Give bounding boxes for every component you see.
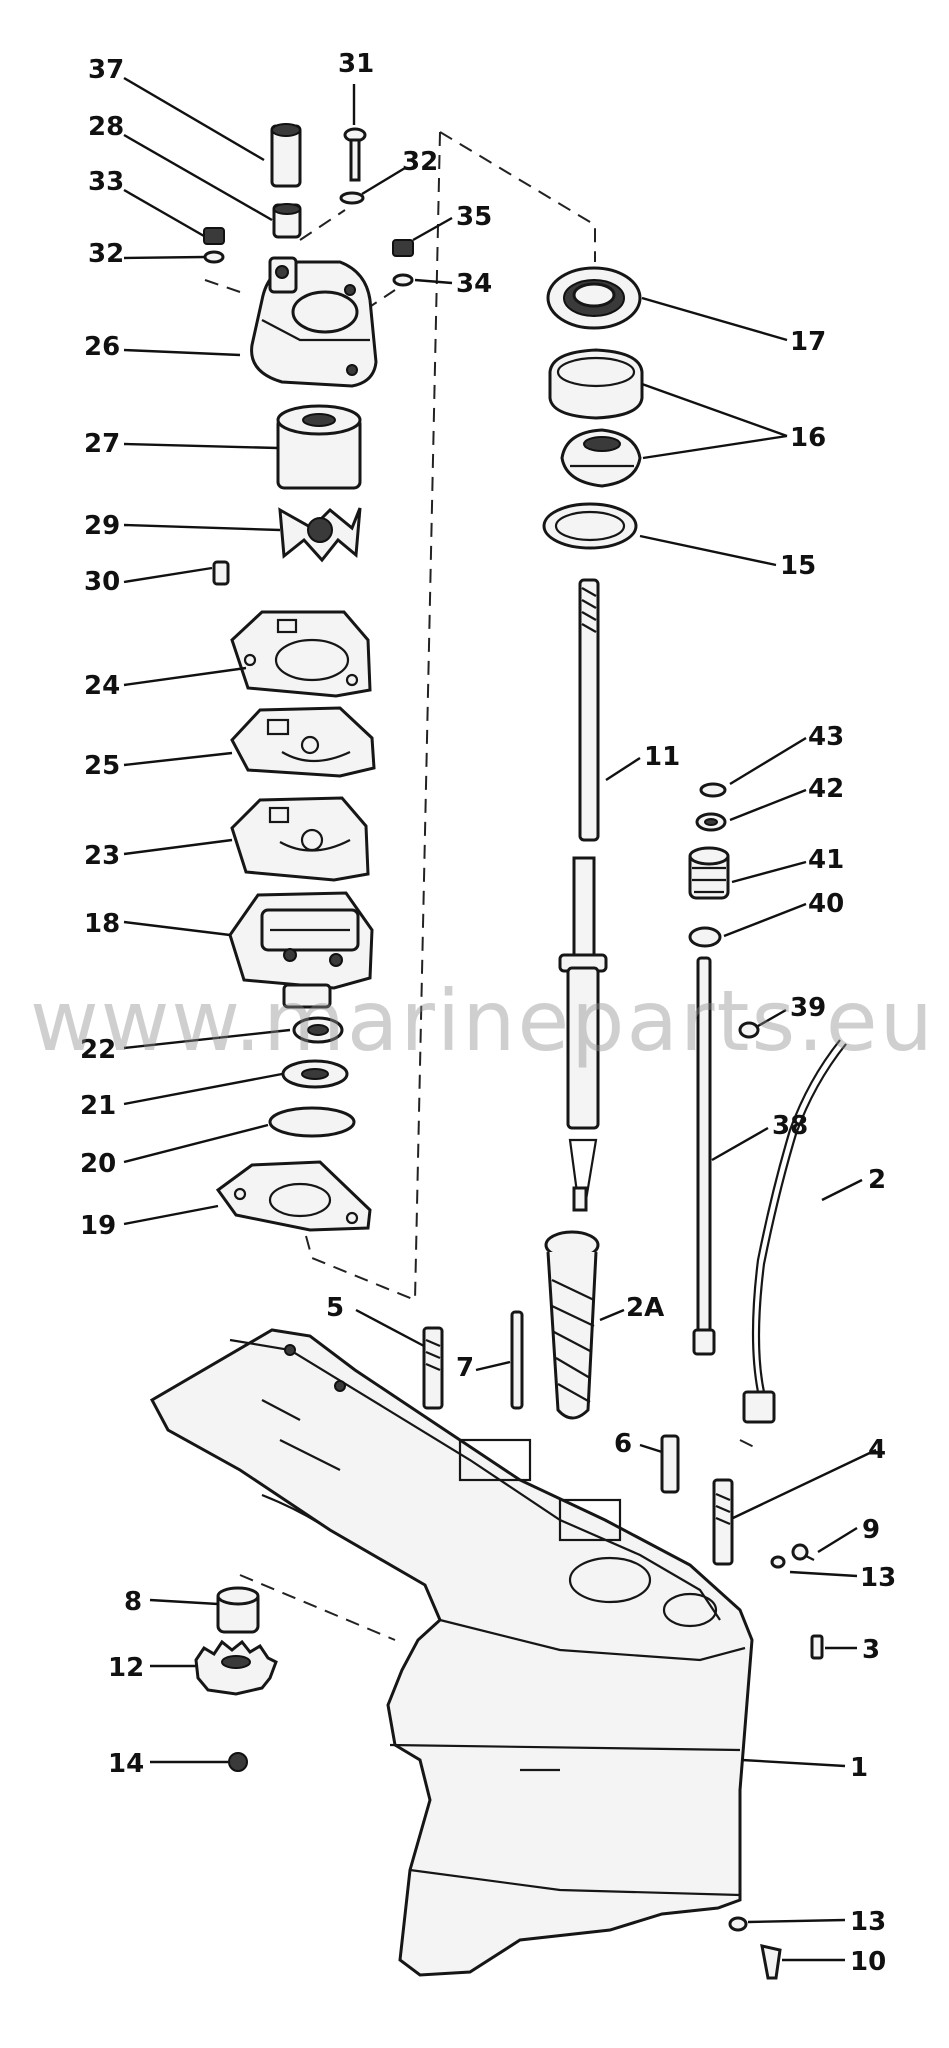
- callout-2a: 2A: [626, 1293, 664, 1323]
- callout-25: 25: [84, 751, 120, 781]
- callout-8: 8: [124, 1587, 142, 1617]
- nut-35: [392, 239, 414, 257]
- callout-22: 22: [80, 1035, 116, 1065]
- sleeve-2a: [544, 1230, 600, 1420]
- gasket-24: [230, 610, 372, 698]
- washer-13-top: [770, 1555, 786, 1569]
- callout-21: 21: [80, 1091, 116, 1121]
- retainer-17: [546, 266, 642, 330]
- callout-27: 27: [84, 429, 120, 459]
- callout-43: 43: [808, 722, 844, 752]
- shift-shaft-38: [692, 956, 716, 1356]
- grommet-28: [272, 203, 302, 239]
- callout-29: 29: [84, 511, 120, 541]
- callout-26: 26: [84, 332, 120, 362]
- callout-17: 17: [790, 327, 826, 357]
- bushing-41: [688, 846, 730, 900]
- callout-38: 38: [772, 1111, 808, 1141]
- leader-lines: [123, 76, 877, 1962]
- stud-5: [422, 1326, 444, 1410]
- water-pump-tube-37: [270, 123, 302, 188]
- callout-41: 41: [808, 845, 844, 875]
- stud-4: [712, 1478, 734, 1566]
- plug-3: [810, 1634, 824, 1660]
- bearing-21: [281, 1059, 349, 1089]
- shim-15: [542, 502, 638, 550]
- callout-9: 9: [862, 1515, 880, 1545]
- callout-40: 40: [808, 889, 844, 919]
- gasket-23: [230, 796, 370, 882]
- callout-14: 14: [108, 1749, 144, 1779]
- face-plate-25: [230, 706, 376, 778]
- screw-9: [791, 1543, 815, 1561]
- nut-42: [695, 812, 727, 832]
- callout-11: 11: [644, 742, 680, 772]
- callout-32-left: 32: [88, 239, 124, 269]
- callout-15: 15: [780, 551, 816, 581]
- washer-32-top: [339, 191, 365, 205]
- seal-22: [292, 1016, 344, 1044]
- callout-20: 20: [80, 1149, 116, 1179]
- callout-24: 24: [84, 671, 120, 701]
- callout-16: 16: [790, 423, 826, 453]
- callout-28: 28: [88, 112, 124, 142]
- plug-10: [760, 1944, 782, 1980]
- gearcase-housing-1: [149, 1328, 754, 1977]
- callout-32-top: 32: [402, 147, 438, 177]
- callout-39: 39: [790, 993, 826, 1023]
- bearing-8: [216, 1586, 260, 1634]
- o-ring-40: [688, 926, 722, 948]
- driveshaft-11: [558, 578, 608, 1212]
- washer-34: [392, 273, 414, 287]
- callout-19: 19: [80, 1211, 116, 1241]
- key-30: [212, 560, 230, 586]
- callout-labels: 37 31 28 32 33 35 32 34 17 26 16 27 29 1…: [80, 49, 896, 1977]
- assembly-guide-lines: [204, 131, 761, 1641]
- stud-7: [510, 1310, 524, 1410]
- callout-5: 5: [326, 1293, 344, 1323]
- callout-1: 1: [850, 1753, 868, 1783]
- callout-3: 3: [862, 1635, 880, 1665]
- pin-39: [738, 1021, 760, 1039]
- nut-33: [203, 227, 225, 245]
- callout-13-top: 13: [860, 1563, 896, 1593]
- callout-12: 12: [108, 1653, 144, 1683]
- impeller-insert-27: [276, 404, 362, 490]
- impeller-29: [278, 507, 362, 563]
- watermark-text: www.marineparts.eu: [30, 972, 935, 1070]
- callout-23: 23: [84, 841, 120, 871]
- screw-31: [343, 127, 367, 182]
- washer-32-left: [203, 250, 225, 264]
- pinion-gear-12: [194, 1639, 278, 1696]
- bearing-cone-16: [560, 428, 642, 488]
- shim-15-inner: [554, 510, 626, 542]
- callout-13-bottom: 13: [850, 1907, 886, 1937]
- pump-base-18: [228, 891, 374, 1009]
- callout-34: 34: [456, 269, 492, 299]
- callout-42: 42: [808, 774, 844, 804]
- callout-6: 6: [614, 1429, 632, 1459]
- nut-14: [228, 1752, 248, 1772]
- callout-37: 37: [88, 55, 124, 85]
- callout-30: 30: [84, 567, 120, 597]
- pump-housing-26: [250, 256, 378, 388]
- callout-7: 7: [456, 1353, 474, 1383]
- callout-10: 10: [850, 1947, 886, 1977]
- o-ring-20: [268, 1106, 356, 1138]
- bearing-cup-16: [548, 348, 644, 420]
- callout-31: 31: [338, 49, 374, 79]
- callout-2: 2: [868, 1165, 886, 1195]
- gasket-19: [215, 1160, 372, 1232]
- callout-33: 33: [88, 167, 124, 197]
- washer-43: [699, 782, 727, 798]
- stud-6: [660, 1434, 680, 1494]
- callout-4: 4: [868, 1435, 886, 1465]
- washer-13-bottom: [728, 1916, 748, 1932]
- callout-18: 18: [84, 909, 120, 939]
- speedo-hose-2: [742, 1039, 847, 1424]
- callout-35: 35: [456, 202, 492, 232]
